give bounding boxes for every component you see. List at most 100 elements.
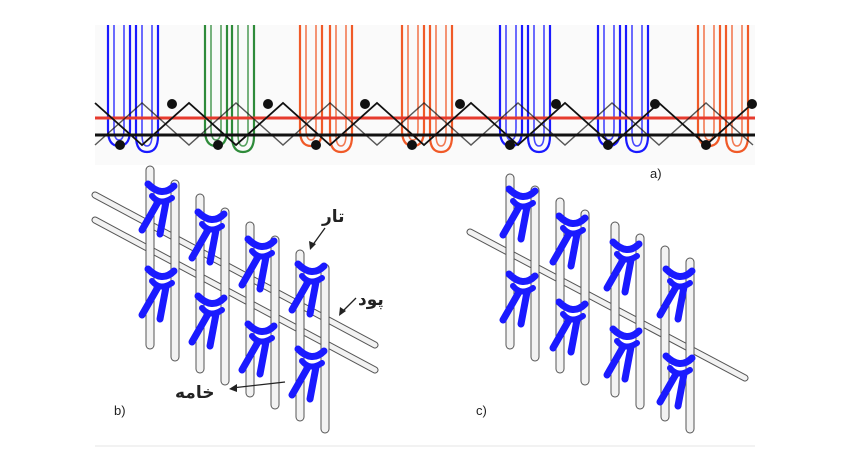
warp-zigzag [94, 101, 754, 147]
pile-tuft-left [549, 230, 573, 266]
warp-arrowhead [309, 241, 316, 250]
knot-top [505, 270, 539, 285]
weft-dot-lower [407, 140, 417, 150]
knot-top [194, 292, 228, 307]
weft-dot-upper [263, 99, 273, 109]
pile-loop-inner [505, 25, 517, 141]
knot-top [244, 320, 278, 335]
pile-tuft-right [306, 278, 320, 318]
pile-loop-inner [533, 25, 545, 147]
pile-tuft-right [621, 343, 635, 383]
pile-loop [134, 25, 160, 154]
pile-tuft-left [238, 253, 262, 289]
pile-arrow [231, 381, 286, 389]
weft-dot-upper [360, 99, 370, 109]
pile-loop [526, 25, 552, 154]
knot-top [194, 208, 228, 223]
panel-c-label: c) [476, 403, 487, 418]
pile-loop-inner [603, 25, 615, 141]
pile-tuft-right [674, 283, 688, 323]
pile-tuft-right [517, 288, 531, 328]
pile-tuft-right [621, 256, 635, 296]
warp-dots [115, 99, 757, 150]
pile-tuft-right [156, 283, 170, 323]
panel-b-knot-view: تار پود خامه b) [91, 165, 384, 434]
pile-tuft-left [656, 283, 680, 319]
pile-tuft-right [306, 363, 320, 403]
knot-top [244, 235, 278, 250]
pile-tuft-left [238, 338, 262, 374]
weft-dot-lower [701, 140, 711, 150]
weft-annotation: پود [358, 290, 384, 310]
weft-rod [92, 217, 378, 373]
pile-annotation: خامه [175, 383, 214, 403]
pile-tuft-left [138, 198, 162, 234]
pile-tuft-left [188, 226, 212, 262]
pile-tuft-left [549, 316, 573, 352]
knot-top [144, 180, 178, 195]
warp-zigzag-secondary [94, 102, 754, 146]
weft-arrowhead [339, 307, 346, 316]
knot-top [662, 265, 696, 280]
pile-loop-inner [631, 25, 643, 147]
pile-loop-inner [237, 25, 249, 147]
pile-tuft-left [603, 343, 627, 379]
weft-dot-upper [551, 99, 561, 109]
knot-top [662, 352, 696, 367]
pile-arrowhead [229, 384, 237, 392]
knot-top [294, 260, 328, 275]
pile-loop [328, 25, 354, 154]
weft-dot-upper [455, 99, 465, 109]
knot-top [609, 238, 643, 253]
pile-tuft-right [256, 338, 270, 378]
weft-dot-lower [213, 140, 223, 150]
pile-tuft-right [206, 226, 220, 266]
weft-dot-lower [603, 140, 613, 150]
panel-c-artwork [466, 173, 749, 434]
pile-tuft-right [567, 316, 581, 356]
weft-dot-upper [650, 99, 660, 109]
pile-tuft-left [138, 283, 162, 319]
pile-tuft-right [567, 230, 581, 270]
knot-top [555, 212, 589, 227]
pile-loop-inner [731, 25, 743, 147]
warp-annotation: تار [321, 207, 345, 227]
pile-tuft-left [603, 256, 627, 292]
pile-loop-inner [435, 25, 447, 147]
weft-dot-lower [505, 140, 515, 150]
weft-dot-lower [311, 140, 321, 150]
pile-tuft-left [188, 310, 212, 346]
pile-loop [624, 25, 650, 154]
knot-top [144, 265, 178, 280]
panel-b-artwork [91, 165, 379, 434]
pile-tuft-left [499, 203, 523, 239]
pile-tuft-right [156, 198, 170, 238]
pile-tuft-left [288, 278, 312, 314]
weft-dot-lower [115, 140, 125, 150]
knot-top [555, 298, 589, 313]
pile-tuft-right [517, 203, 531, 243]
pile-loop-inner [703, 25, 715, 141]
panel-c-knot-view: c) [466, 173, 749, 434]
pile-loop [724, 25, 750, 154]
pile-tuft-right [256, 253, 270, 293]
knot-top [609, 325, 643, 340]
knot-top [294, 345, 328, 360]
weft-rod [467, 229, 748, 381]
pile-tuft-left [499, 288, 523, 324]
pile-loop [428, 25, 454, 154]
weft-dot-upper [167, 99, 177, 109]
panel-a-label: a) [650, 166, 662, 181]
knot-top [505, 185, 539, 200]
pile-tuft-right [206, 310, 220, 350]
pile-loop-inner [407, 25, 419, 141]
panel-a-cross-section: a) [94, 25, 757, 181]
pile-tuft-left [288, 363, 312, 399]
zigzag-warp [94, 101, 754, 147]
pile-loop-inner [141, 25, 153, 147]
pile-tuft-right [674, 370, 688, 410]
panel-b-label: b) [114, 403, 126, 418]
weft-arrow [341, 297, 357, 313]
pile-loop-inner [113, 25, 125, 141]
